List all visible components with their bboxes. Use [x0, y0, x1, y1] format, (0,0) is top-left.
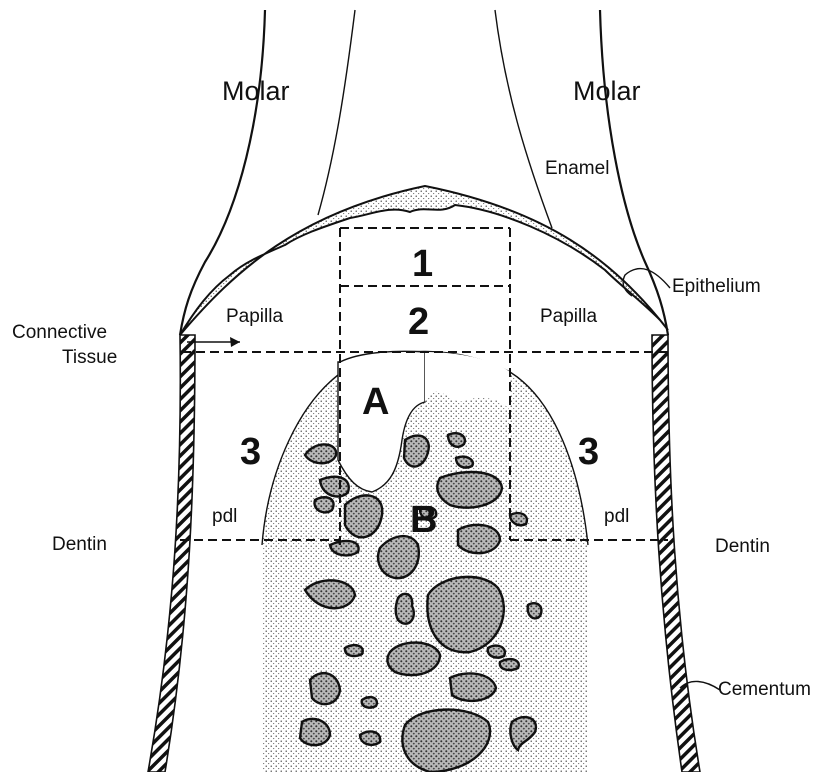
molar-right-label: Molar — [573, 76, 641, 106]
dentin-right-label: Dentin — [715, 536, 770, 557]
dentin-left-label: Dentin — [52, 534, 107, 555]
connective-tissue-label-line1: Connective — [12, 322, 107, 343]
molar-left-label: Molar — [222, 76, 290, 106]
left-enamel-line — [318, 10, 355, 215]
cementum-label: Cementum — [718, 679, 811, 700]
right-molar-outline — [600, 10, 668, 335]
pdl-right-label: pdl — [604, 506, 629, 527]
enamel-label: Enamel — [545, 158, 609, 179]
zone-3-right-label: 3 — [578, 431, 599, 473]
zone-2-label: 2 — [408, 301, 429, 343]
right-cementum — [652, 335, 700, 772]
connective-tissue-arrowhead — [230, 337, 240, 347]
region-a-label: A — [362, 381, 389, 423]
alveolar-bone-crest — [262, 351, 588, 772]
epithelium-label: Epithelium — [672, 276, 761, 297]
connective-tissue-label-line2: Tissue — [62, 347, 117, 368]
zone-3-left-label: 3 — [240, 431, 261, 473]
papilla-right-label: Papilla — [540, 306, 597, 327]
right-enamel-line — [495, 10, 552, 228]
zone-1-label: 1 — [412, 243, 433, 285]
region-b-label: B — [410, 499, 437, 541]
papilla-left-label: Papilla — [226, 306, 283, 327]
left-cementum — [148, 335, 195, 772]
pdl-left-label: pdl — [212, 506, 237, 527]
